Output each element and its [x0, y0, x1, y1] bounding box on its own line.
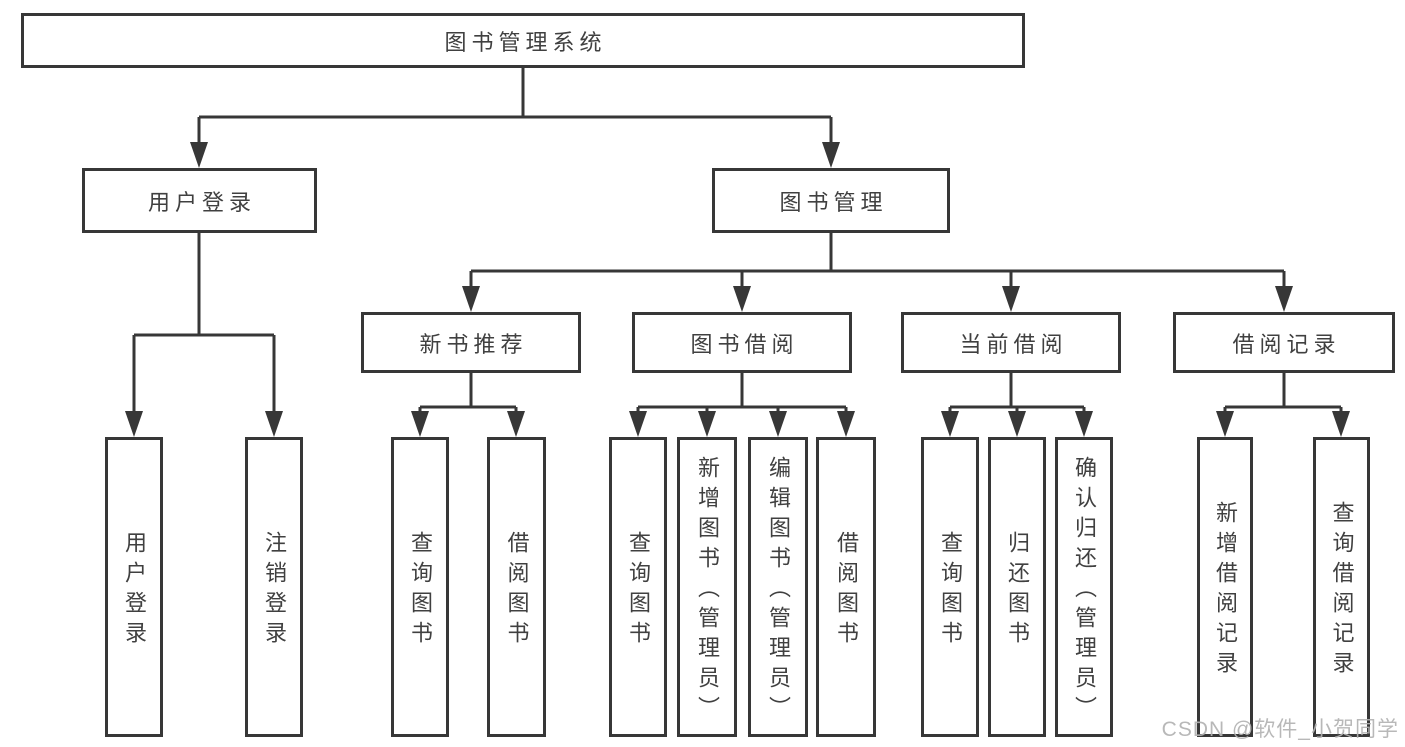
leaf-logout: 注销登录	[245, 437, 303, 737]
leaf-query-books-recommend: 查询图书	[391, 437, 449, 737]
leaf-return-book-label: 归还图书	[1005, 531, 1030, 651]
leaf-confirm-return-admin: 确认归还（管理员）	[1055, 437, 1113, 737]
node-library-management-system: 图书管理系统	[21, 13, 1025, 68]
arrowheads	[125, 142, 1350, 437]
leaf-query-borrow-record: 查询借阅记录	[1313, 437, 1370, 737]
leaf-return-book: 归还图书	[988, 437, 1046, 737]
node-book-management-label: 图书管理	[779, 189, 888, 215]
leaf-query-books-current-label: 查询图书	[938, 531, 963, 651]
node-borrow-records: 借阅记录	[1173, 312, 1395, 373]
node-user-login-label: 用户登录	[147, 189, 256, 215]
node-book-borrow-label: 图书借阅	[690, 331, 799, 357]
leaf-borrow-books-recommend: 借阅图书	[487, 437, 546, 737]
leaf-confirm-return-admin-label: 确认归还（管理员）	[1072, 456, 1097, 726]
leaf-query-borrow-record-label: 查询借阅记录	[1329, 501, 1355, 681]
node-library-management-system-label: 图书管理系统	[444, 29, 607, 55]
leaf-edit-book-admin: 编辑图书（管理员）	[748, 437, 808, 737]
leaf-borrow-books: 借阅图书	[816, 437, 876, 737]
leaf-query-books-borrow-label: 查询图书	[626, 531, 651, 651]
node-current-borrow-label: 当前借阅	[959, 331, 1068, 357]
leaf-add-book-admin-label: 新增图书（管理员）	[695, 456, 720, 726]
node-user-login: 用户登录	[82, 168, 317, 233]
node-current-borrow: 当前借阅	[901, 312, 1121, 373]
leaf-logout-label: 注销登录	[262, 531, 287, 651]
node-new-book-recommend: 新书推荐	[361, 312, 581, 373]
leaf-user-login: 用户登录	[105, 437, 163, 737]
leaf-user-login-label: 用户登录	[122, 531, 147, 651]
leaf-borrow-books-recommend-label: 借阅图书	[504, 531, 530, 651]
node-book-management: 图书管理	[712, 168, 950, 233]
leaf-borrow-books-label: 借阅图书	[834, 531, 859, 651]
leaf-edit-book-admin-label: 编辑图书（管理员）	[766, 456, 791, 726]
leaf-query-books-recommend-label: 查询图书	[408, 531, 433, 651]
node-new-book-recommend-label: 新书推荐	[419, 331, 528, 357]
node-book-borrow: 图书借阅	[632, 312, 852, 373]
leaf-add-book-admin: 新增图书（管理员）	[677, 437, 737, 737]
leaf-add-borrow-record: 新增借阅记录	[1197, 437, 1253, 737]
leaf-add-borrow-record-label: 新增借阅记录	[1213, 501, 1238, 681]
leaf-query-books-current: 查询图书	[921, 437, 979, 737]
node-borrow-records-label: 借阅记录	[1232, 331, 1341, 357]
leaf-query-books-borrow: 查询图书	[609, 437, 667, 737]
